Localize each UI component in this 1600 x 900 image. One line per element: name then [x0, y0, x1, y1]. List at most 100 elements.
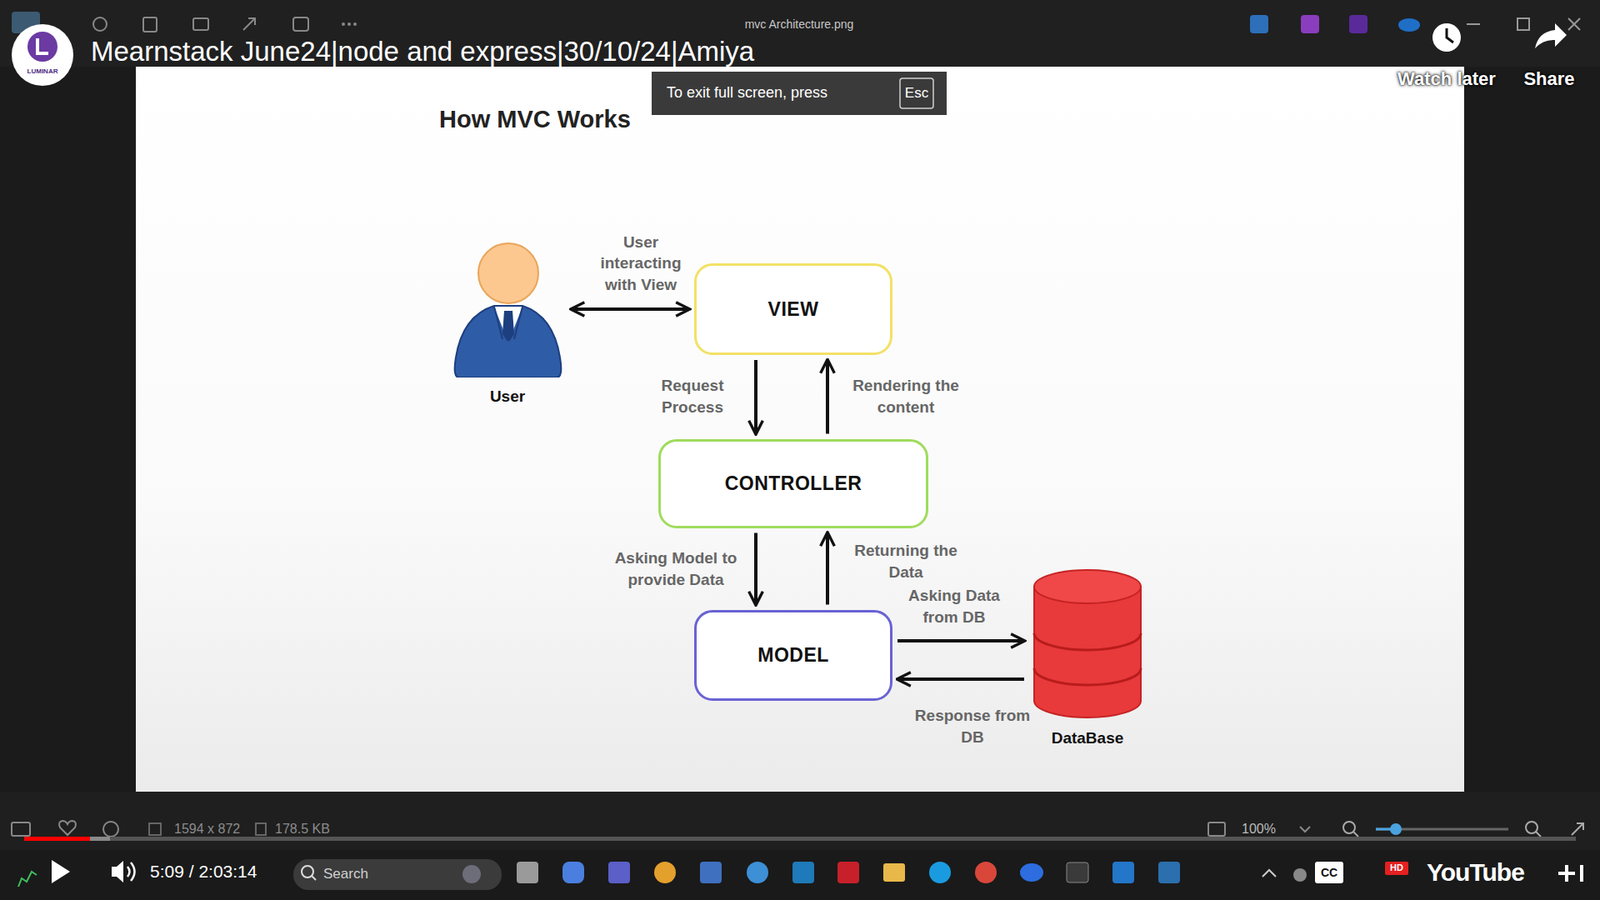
tray-icon	[1293, 868, 1307, 882]
taskbar-app-icon	[516, 861, 1180, 884]
viewer-toolbar-icon	[193, 18, 209, 30]
viewer-toolbar-icon	[143, 17, 157, 32]
db-band	[1034, 633, 1141, 685]
node-caption: User	[449, 387, 567, 406]
key-hint: Esc	[905, 85, 929, 102]
taskbar-app-icon	[1020, 863, 1044, 882]
taskbar-search	[311, 875, 316, 880]
progress-bar	[24, 836, 110, 841]
progress-bar	[24, 836, 1576, 841]
tray-icon	[1385, 861, 1409, 875]
box-label: MODEL	[757, 644, 830, 667]
viewer-bottom-icon	[1343, 821, 1355, 834]
player-control	[18, 871, 37, 887]
search-box-text: Search	[323, 865, 369, 883]
taskbar-app-icon	[837, 861, 860, 884]
video-time: 5:09 / 2:03:14	[150, 860, 257, 882]
viewer-bottom-icon	[1525, 821, 1538, 834]
viewer-bottom-icon	[1390, 823, 1402, 835]
database-cylinder: DataBase	[1029, 568, 1146, 748]
flow-arrow	[571, 307, 690, 311]
channel-logo	[11, 24, 74, 86]
user-head	[478, 243, 539, 304]
taskbar-app-icon	[883, 863, 905, 882]
arrow-label: Request Process	[642, 375, 743, 418]
app-icon	[1250, 15, 1420, 34]
controller-box: CONTROLLER	[658, 439, 929, 529]
taskbar-app-icon	[929, 861, 951, 884]
flow-arrow	[754, 360, 758, 435]
database-figure	[1032, 568, 1143, 720]
taskbar-app-icon	[746, 861, 769, 884]
viewer-bottom-icon	[103, 821, 119, 837]
taskbar	[0, 850, 1600, 900]
taskbar-search	[293, 859, 502, 890]
arrow-label: Returning the Data	[843, 540, 969, 583]
user-tie	[502, 310, 515, 343]
taskbar-search	[462, 865, 481, 884]
app-icon	[1349, 15, 1368, 34]
share-icon	[1535, 23, 1567, 49]
taskbar-app-icon	[1112, 861, 1135, 884]
viewer-toolbar-icon	[243, 18, 255, 30]
db-top	[1034, 570, 1141, 604]
watch-later-label: Watch later	[1397, 68, 1496, 90]
model-box: MODEL	[694, 610, 893, 701]
arrow-label: User interacting with View	[582, 231, 700, 296]
viewer-bottom-icon	[255, 823, 266, 835]
user-figure	[452, 240, 564, 378]
user-lapel	[494, 306, 523, 340]
flow-arrow	[897, 677, 1025, 681]
taskbar-app-icon	[1158, 861, 1180, 884]
player-control	[18, 860, 135, 887]
app-icon	[1398, 18, 1420, 32]
viewer-bottom-icon	[1571, 823, 1584, 835]
viewer-toolbar-icon	[11, 11, 357, 34]
taskbar-search	[301, 865, 314, 878]
flow-arrow	[825, 533, 830, 605]
taskbar-app-icon	[700, 861, 722, 884]
viewer-toolbar-icon	[293, 17, 309, 31]
channel-logo	[11, 24, 74, 86]
flow-arrow	[825, 360, 830, 435]
zoom-level: 100%	[1241, 820, 1276, 837]
viewer-bottom-icon	[11, 822, 30, 836]
arrow-label: Asking Data from DB	[891, 585, 1017, 628]
flow-arrow	[754, 533, 758, 605]
db-body	[1034, 586, 1141, 718]
window-control	[1466, 18, 1580, 30]
file-name: mvc Architecture.png	[745, 17, 855, 32]
watch-later-icon	[1446, 28, 1454, 43]
diagram-title: How MVC Works	[439, 105, 631, 135]
channel-logo-text: LUMINAR	[27, 67, 59, 76]
player-control	[111, 860, 124, 883]
tray-icon	[1558, 865, 1582, 882]
channel-logo	[37, 38, 49, 54]
captions-button: CC	[1320, 865, 1338, 880]
viewer-bottom-icon	[11, 820, 1584, 837]
window-control	[1568, 18, 1580, 30]
box-label: CONTROLLER	[725, 472, 863, 495]
watch-later-icon	[1432, 23, 1461, 52]
viewer-bottom-bar	[0, 791, 1600, 850]
taskbar-app-icon	[516, 861, 539, 884]
youtube-logo: YouTube	[1426, 857, 1525, 888]
video-title: Mearnstack June24|node and express|30/10…	[90, 35, 755, 69]
fullscreen-popup	[651, 71, 947, 115]
window-control	[1517, 18, 1530, 30]
flow-arrow	[897, 639, 1025, 643]
fullscreen-popup	[651, 71, 947, 115]
viewer-toolbar-icon	[93, 17, 107, 31]
progress-bar	[24, 836, 1576, 841]
app-icon	[1250, 15, 1269, 34]
image-dimensions: 1594 x 872	[174, 820, 240, 837]
channel-logo	[27, 31, 58, 62]
hd-badge: HD	[1390, 862, 1404, 874]
viewer-bottom-icon	[59, 820, 76, 835]
file-size: 178.5 KB	[275, 820, 330, 837]
viewer-bottom-icon	[1208, 822, 1225, 836]
viewer-toolbar-icon	[341, 22, 345, 26]
viewer-bottom-icon	[1353, 831, 1359, 837]
